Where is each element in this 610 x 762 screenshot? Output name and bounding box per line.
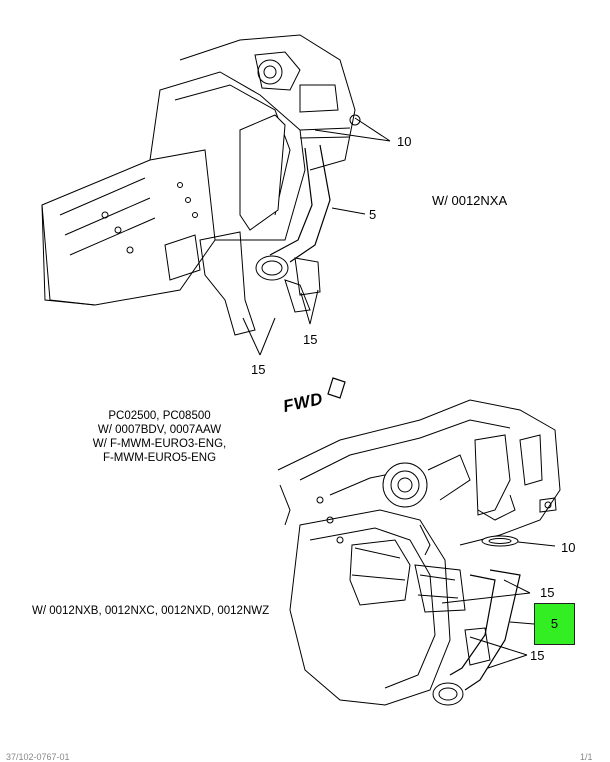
applicability-line: F-MWM-EURO5-ENG (102, 452, 217, 464)
callout-15-bottom-lower[interactable]: 15 (530, 648, 545, 663)
applicability-line: W/ F-MWM-EURO3-ENG, (92, 438, 227, 450)
footer-left: 37/102-0767-01 (6, 752, 70, 762)
applicability-line: PC02500, PC08500 (108, 410, 211, 422)
bottom-variant-label: W/ 0012NXB, 0012NXC, 0012NXD, 0012NWZ (32, 605, 270, 617)
applicability-note: PC02500, PC08500 W/ 0007BDV, 0007AAW W/ … (82, 409, 237, 465)
callout-10-bottom[interactable]: 10 (561, 540, 576, 555)
forward-arrow-icon (327, 377, 346, 399)
callout-5-highlight[interactable]: 5 (534, 603, 575, 645)
callout-5-bottom: 5 (550, 616, 559, 631)
applicability-line: W/ 0007BDV, 0007AAW (97, 424, 222, 436)
top-engine-assembly (41, 34, 391, 356)
callout-5-top[interactable]: 5 (369, 207, 377, 222)
callout-10-top[interactable]: 10 (397, 134, 412, 149)
callout-15-top-right[interactable]: 15 (303, 332, 318, 347)
bottom-engine-assembly (277, 399, 561, 706)
callout-15-bottom-upper[interactable]: 15 (540, 585, 555, 600)
top-variant-label: W/ 0012NXA (432, 193, 508, 208)
footer-right: 1/1 (580, 752, 593, 762)
callout-15-top-left[interactable]: 15 (251, 362, 266, 377)
